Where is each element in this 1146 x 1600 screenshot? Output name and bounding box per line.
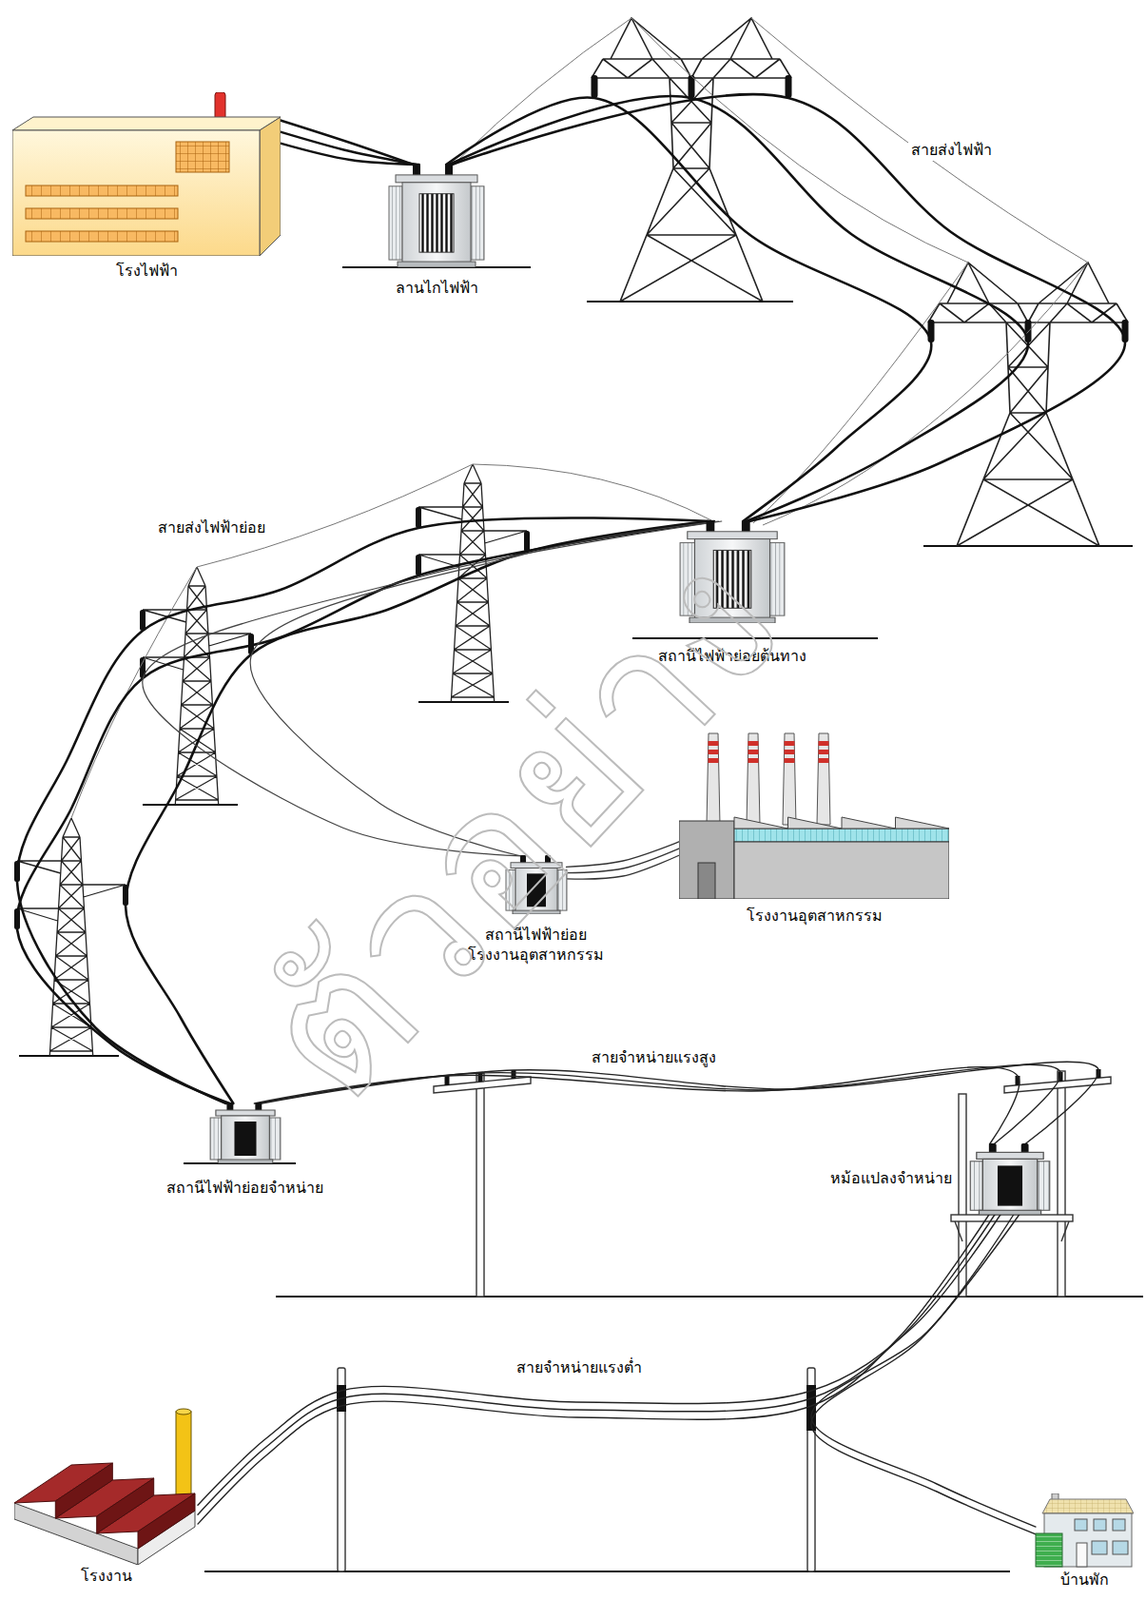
line-label: สายจำหน่ายแรงสูง	[588, 1048, 719, 1069]
conductor	[257, 1064, 1061, 1145]
power-plant: โรงไฟฟ้า	[12, 92, 281, 282]
node-label: โรงงานอุตสาหกรรม	[746, 906, 883, 927]
conductor	[448, 96, 1029, 522]
node-label: หม้อแปลงจำหน่าย	[830, 1168, 952, 1189]
line-label: สายส่งไฟฟ้า	[908, 140, 995, 161]
service-drop	[811, 1213, 1036, 1535]
conductor	[566, 848, 681, 874]
lv-insulators	[336, 1384, 816, 1431]
switchyard-transformer-icon	[388, 163, 486, 268]
node-label: บ้านพัก	[1060, 1570, 1109, 1591]
distribution-transformer: หม้อแปลงจำหน่าย	[830, 1143, 1051, 1215]
house: บ้านพัก	[1034, 1493, 1134, 1591]
conductor	[811, 1213, 1036, 1527]
node-label: สถานีไฟฟ้าย่อย โรงงานอุตสาหกรรม	[466, 925, 605, 966]
conductor	[250, 521, 719, 856]
node-label: โรงงาน	[80, 1566, 133, 1587]
conductor	[197, 1213, 996, 1515]
distribution-substation-icon	[209, 1102, 282, 1164]
conductor	[566, 840, 681, 867]
source-substation: สถานีไฟฟ้าย่อยต้นทาง	[658, 520, 807, 667]
node-label: โรงไฟฟ้า	[116, 261, 178, 282]
factory: โรงงาน	[14, 1407, 199, 1587]
node-label: สถานีไฟฟ้าย่อยต้นทาง	[658, 646, 807, 667]
factory-icon	[14, 1407, 199, 1565]
industrial-substation: สถานีไฟฟ้าย่อย โรงงานอุตสาหกรรม	[466, 854, 605, 966]
power-plant-icon	[12, 92, 281, 256]
generator-lead	[279, 119, 420, 165]
conductor	[279, 119, 414, 165]
conductor	[446, 97, 932, 522]
plant-service-line	[566, 840, 681, 878]
conductor	[125, 521, 708, 1104]
conductor	[451, 94, 1126, 522]
industrial-substation-icon	[505, 854, 568, 914]
ground-lines	[19, 267, 1144, 1572]
node-label: ลานไกไฟฟ้า	[395, 278, 479, 299]
node-label: สถานีไฟฟ้าย่อยจำหน่าย	[166, 1178, 324, 1199]
industrial-plant-icon	[679, 729, 950, 899]
transmission-line	[446, 94, 1126, 522]
hv-distribution-line	[253, 1061, 1099, 1145]
distribution-substation: สถานีไฟฟ้าย่อยจำหน่าย	[166, 1102, 324, 1199]
hv-poles	[433, 1070, 1111, 1297]
conductor	[17, 521, 715, 1104]
industrial-feeder	[142, 521, 722, 856]
line-label: สายส่งไฟฟ้าย่อย	[155, 518, 269, 539]
pole-insulators	[445, 1068, 1102, 1086]
switchyard-transformer: ลานไกไฟฟ้า	[388, 163, 486, 299]
distribution-transformer-icon	[969, 1143, 1051, 1215]
lv-poles	[337, 1367, 816, 1572]
conductor	[261, 1061, 1099, 1145]
conductor	[279, 142, 420, 165]
watermark: ตัวอย่าง	[225, 523, 812, 1132]
line-label: สายจำหน่ายแรงต่ำ	[513, 1358, 645, 1379]
source-substation-icon	[679, 520, 786, 623]
conductor	[253, 1067, 1019, 1145]
subtransmission-line	[17, 517, 715, 1104]
house-icon	[1034, 1493, 1134, 1568]
industrial-plant: โรงงานอุตสาหกรรม	[679, 729, 950, 927]
conductor	[811, 1213, 1036, 1535]
conductor	[142, 521, 722, 856]
conductor	[566, 854, 681, 879]
conductor	[17, 517, 712, 1104]
